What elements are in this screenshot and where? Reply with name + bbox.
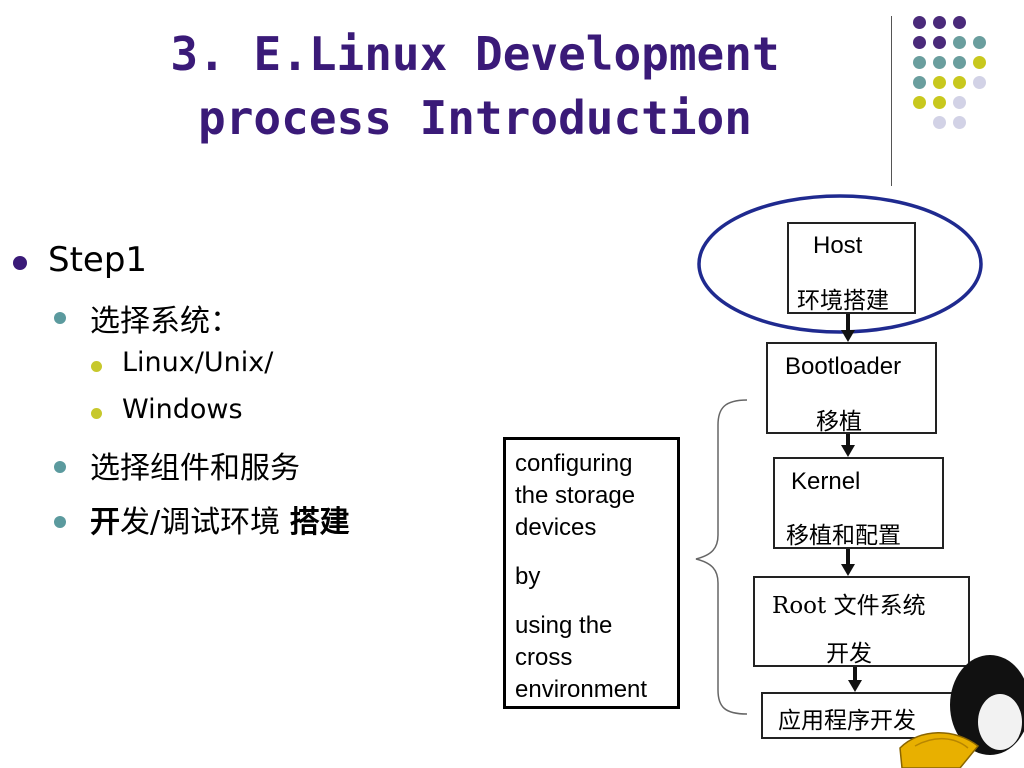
kernel-box: Kernel 移植和配置 bbox=[773, 457, 944, 549]
decorative-dot bbox=[933, 36, 946, 49]
kernel-box-label: Kernel bbox=[791, 468, 861, 495]
arrowhead bbox=[841, 564, 855, 576]
side-note-box: configuring the storage devices by using the… bbox=[503, 437, 680, 709]
side-note-line: by bbox=[515, 563, 541, 590]
bootloader-box: Bootloader 移植 bbox=[766, 342, 937, 435]
decorative-dot bbox=[953, 116, 966, 129]
bullet-dot-l2 bbox=[54, 516, 66, 528]
arrowhead bbox=[848, 680, 862, 692]
slide-title-line2: process Introduction bbox=[198, 91, 752, 145]
decorative-dot bbox=[973, 56, 986, 69]
side-note-line: devices bbox=[515, 514, 597, 541]
side-note-line: environment bbox=[515, 676, 648, 703]
bullet-dev-env-part2: 发/调试环境 bbox=[120, 505, 290, 540]
side-note-line: using the bbox=[515, 612, 613, 639]
bullet-dev-env: 开发/调试环境 搭建 bbox=[90, 497, 350, 541]
kernel-box-sublabel: 移植和配置 bbox=[786, 523, 901, 549]
bullet-windows: Windows bbox=[122, 394, 243, 425]
bootloader-box-sublabel: 移植 bbox=[816, 409, 862, 435]
decorative-dot bbox=[933, 56, 946, 69]
decorative-dot bbox=[913, 56, 926, 69]
app-dev-box: 应用程序开发 bbox=[761, 692, 976, 739]
decorative-dot bbox=[973, 36, 986, 49]
bullet-dot-l3 bbox=[91, 408, 102, 419]
bootloader-box-label: Bootloader bbox=[785, 353, 902, 380]
arrowhead bbox=[841, 330, 855, 342]
app-dev-box-label: 应用程序开发 bbox=[778, 708, 916, 734]
curly-brace bbox=[695, 399, 748, 715]
side-note-line: cross bbox=[515, 644, 573, 671]
decorative-dot bbox=[953, 76, 966, 89]
bullet-dot-l2 bbox=[54, 461, 66, 473]
bullet-dot-l1 bbox=[13, 256, 27, 270]
arrowhead bbox=[841, 445, 855, 457]
bullet-dot-l2 bbox=[54, 312, 66, 324]
bullet-dev-env-part3: 搭建 bbox=[289, 505, 350, 540]
decorative-dot bbox=[953, 56, 966, 69]
decorative-dot bbox=[933, 16, 946, 29]
slide-title-line1: 3. E.Linux Development bbox=[170, 27, 780, 81]
decorative-dot bbox=[913, 16, 926, 29]
side-note-line: the storage bbox=[515, 482, 636, 509]
bullet-dot-l3 bbox=[91, 361, 102, 372]
root-fs-box-label: Root 文件系统 bbox=[772, 593, 926, 619]
side-note-line: configuring bbox=[515, 450, 633, 477]
bullet-linux-unix: Linux/Unix/ bbox=[122, 347, 274, 378]
decorative-dot bbox=[953, 36, 966, 49]
decorative-dot bbox=[953, 16, 966, 29]
slide-title: 3. E.Linux Development process Introduct… bbox=[130, 22, 820, 150]
bullet-choose-system: 选择系统： bbox=[90, 304, 240, 339]
decorative-dot bbox=[933, 116, 946, 129]
decorative-dot bbox=[913, 96, 926, 109]
decorative-dot bbox=[953, 96, 966, 109]
decorative-dot bbox=[973, 76, 986, 89]
host-highlight-oval bbox=[697, 194, 983, 334]
root-fs-box: Root 文件系统 开发 bbox=[753, 576, 970, 667]
host-box-sublabel: 环境搭建 bbox=[797, 288, 889, 314]
bullet-choose-components: 选择组件和服务 bbox=[90, 451, 300, 486]
decorative-dot bbox=[913, 36, 926, 49]
decorative-dot bbox=[933, 76, 946, 89]
bullet-step1: Step1 bbox=[48, 240, 148, 280]
host-box-label: Host bbox=[813, 232, 863, 259]
decorative-dot bbox=[913, 76, 926, 89]
decorative-dot bbox=[933, 96, 946, 109]
bullet-dev-env-part1: 开 bbox=[90, 505, 120, 540]
host-box: Host 环境搭建 bbox=[787, 222, 916, 314]
title-divider bbox=[891, 16, 892, 186]
root-fs-box-sublabel: 开发 bbox=[826, 641, 872, 667]
